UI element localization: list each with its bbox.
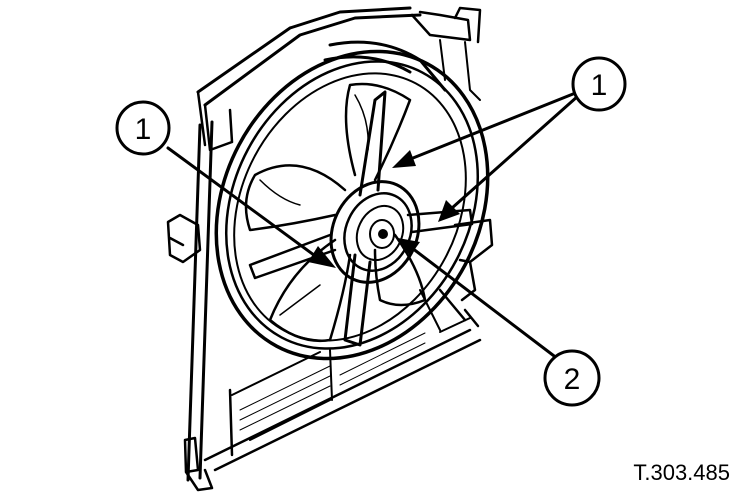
fan-blades bbox=[244, 82, 427, 342]
callout-2: 2 bbox=[543, 349, 601, 407]
arrowhead-upper bbox=[392, 150, 416, 168]
fan-shroud bbox=[214, 40, 490, 361]
leader-line-middle bbox=[450, 94, 580, 210]
callout-2-label: 2 bbox=[564, 363, 581, 396]
leader-line-upper bbox=[406, 90, 580, 162]
motor-mount-struts bbox=[248, 90, 474, 347]
arrowhead-middle bbox=[438, 200, 460, 222]
figure-reference-code: T.303.485 bbox=[633, 460, 730, 485]
callout-1-left-label: 1 bbox=[135, 113, 152, 146]
leader-line-left bbox=[166, 146, 320, 260]
arrowhead-left bbox=[308, 246, 336, 268]
motor-hub bbox=[329, 180, 421, 284]
callout-1-right-label: 1 bbox=[591, 69, 608, 102]
leader-line-bottom bbox=[410, 246, 564, 364]
callout-1-left: 1 bbox=[115, 100, 171, 156]
callout-1-right: 1 bbox=[571, 56, 627, 112]
arrowhead-bottom bbox=[398, 238, 420, 256]
leader-lines bbox=[166, 90, 580, 364]
